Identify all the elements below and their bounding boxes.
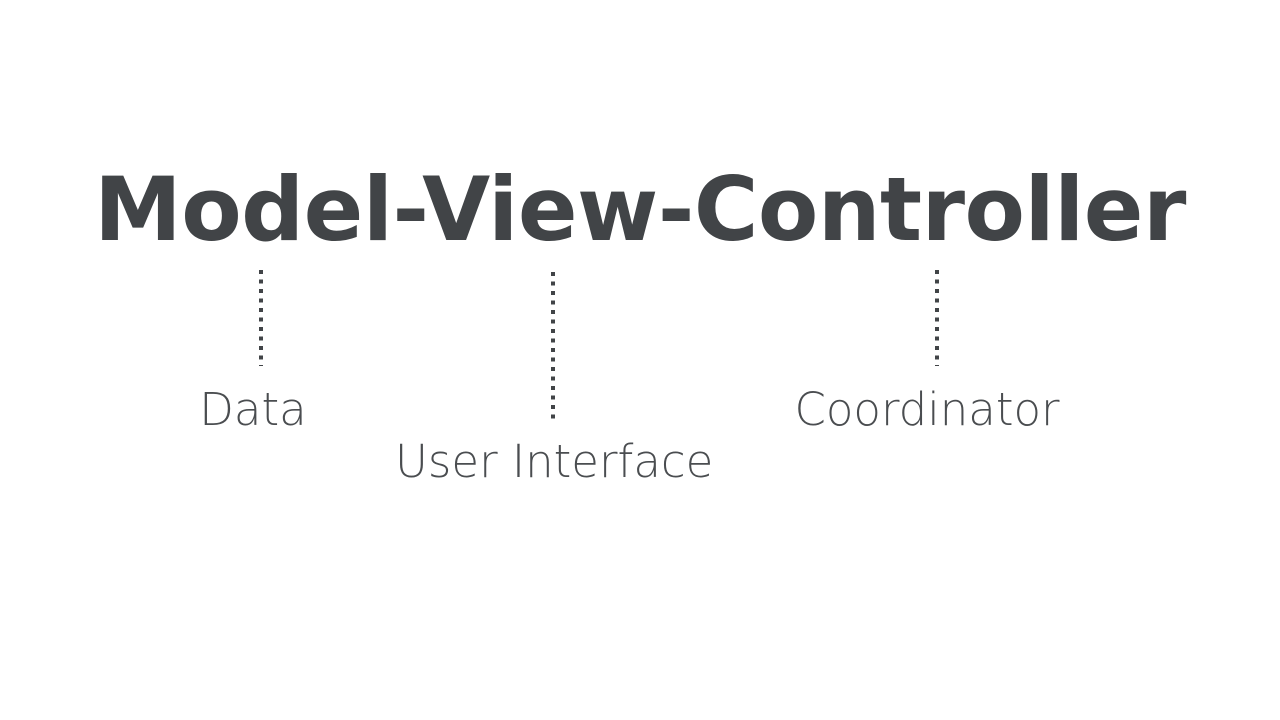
controller-connector-dotted-line [935,270,939,366]
model-connector-dotted-line [259,270,263,366]
view-connector-dotted-line [551,272,555,419]
page-title: Model-View-Controller [94,158,1186,261]
view-label: User Interface [395,435,714,488]
controller-label: Coordinator [794,383,1060,436]
model-label: Data [199,383,307,436]
